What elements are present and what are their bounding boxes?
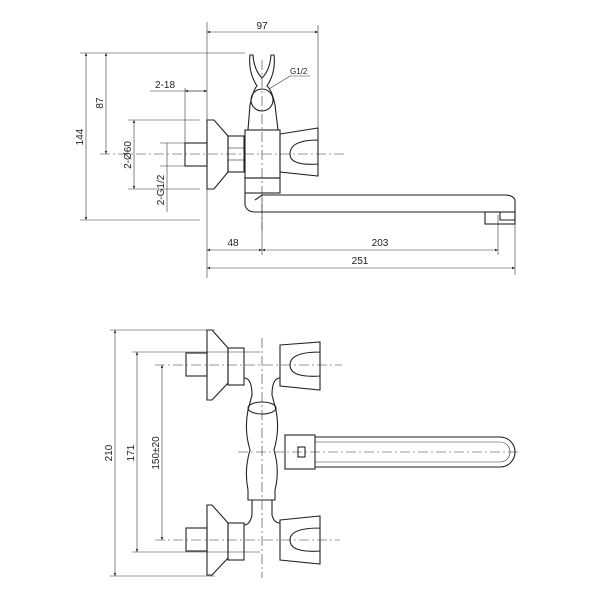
dim-2-18: 2-18 xyxy=(155,80,175,91)
upper-valve xyxy=(185,329,321,401)
dim-g1-2: G1/2 xyxy=(290,67,308,76)
dim-2-g1-2: 2-G1/2 xyxy=(156,174,167,205)
side-view: 97 144 87 2-Ø60 2-G1/2 2-18 48 203 251 G… xyxy=(75,21,516,278)
dim-144: 144 xyxy=(75,128,86,145)
dim-87: 87 xyxy=(95,97,106,109)
hex-nut xyxy=(227,135,245,173)
aerator xyxy=(484,211,516,225)
dim-210: 210 xyxy=(104,444,115,461)
dim-171: 171 xyxy=(126,444,137,461)
holder-ring xyxy=(247,401,277,415)
dim-48: 48 xyxy=(227,238,239,249)
inlet-pipe xyxy=(184,142,208,167)
spout-collar xyxy=(284,434,316,470)
spout xyxy=(315,436,516,468)
dim-97: 97 xyxy=(256,21,268,32)
dim-150-20: 150±20 xyxy=(151,436,162,470)
dim-203: 203 xyxy=(372,238,389,249)
handle xyxy=(279,127,319,177)
mixer-body xyxy=(243,377,281,501)
lower-valve xyxy=(185,504,321,576)
dim-251: 251 xyxy=(352,256,369,267)
holder-ring xyxy=(250,88,274,112)
dim-2-diameter-60: 2-Ø60 xyxy=(123,141,134,169)
front-view: 210 171 150±20 xyxy=(104,329,520,578)
spout xyxy=(244,193,516,221)
escutcheon xyxy=(206,119,229,190)
shower-holder xyxy=(247,54,279,131)
